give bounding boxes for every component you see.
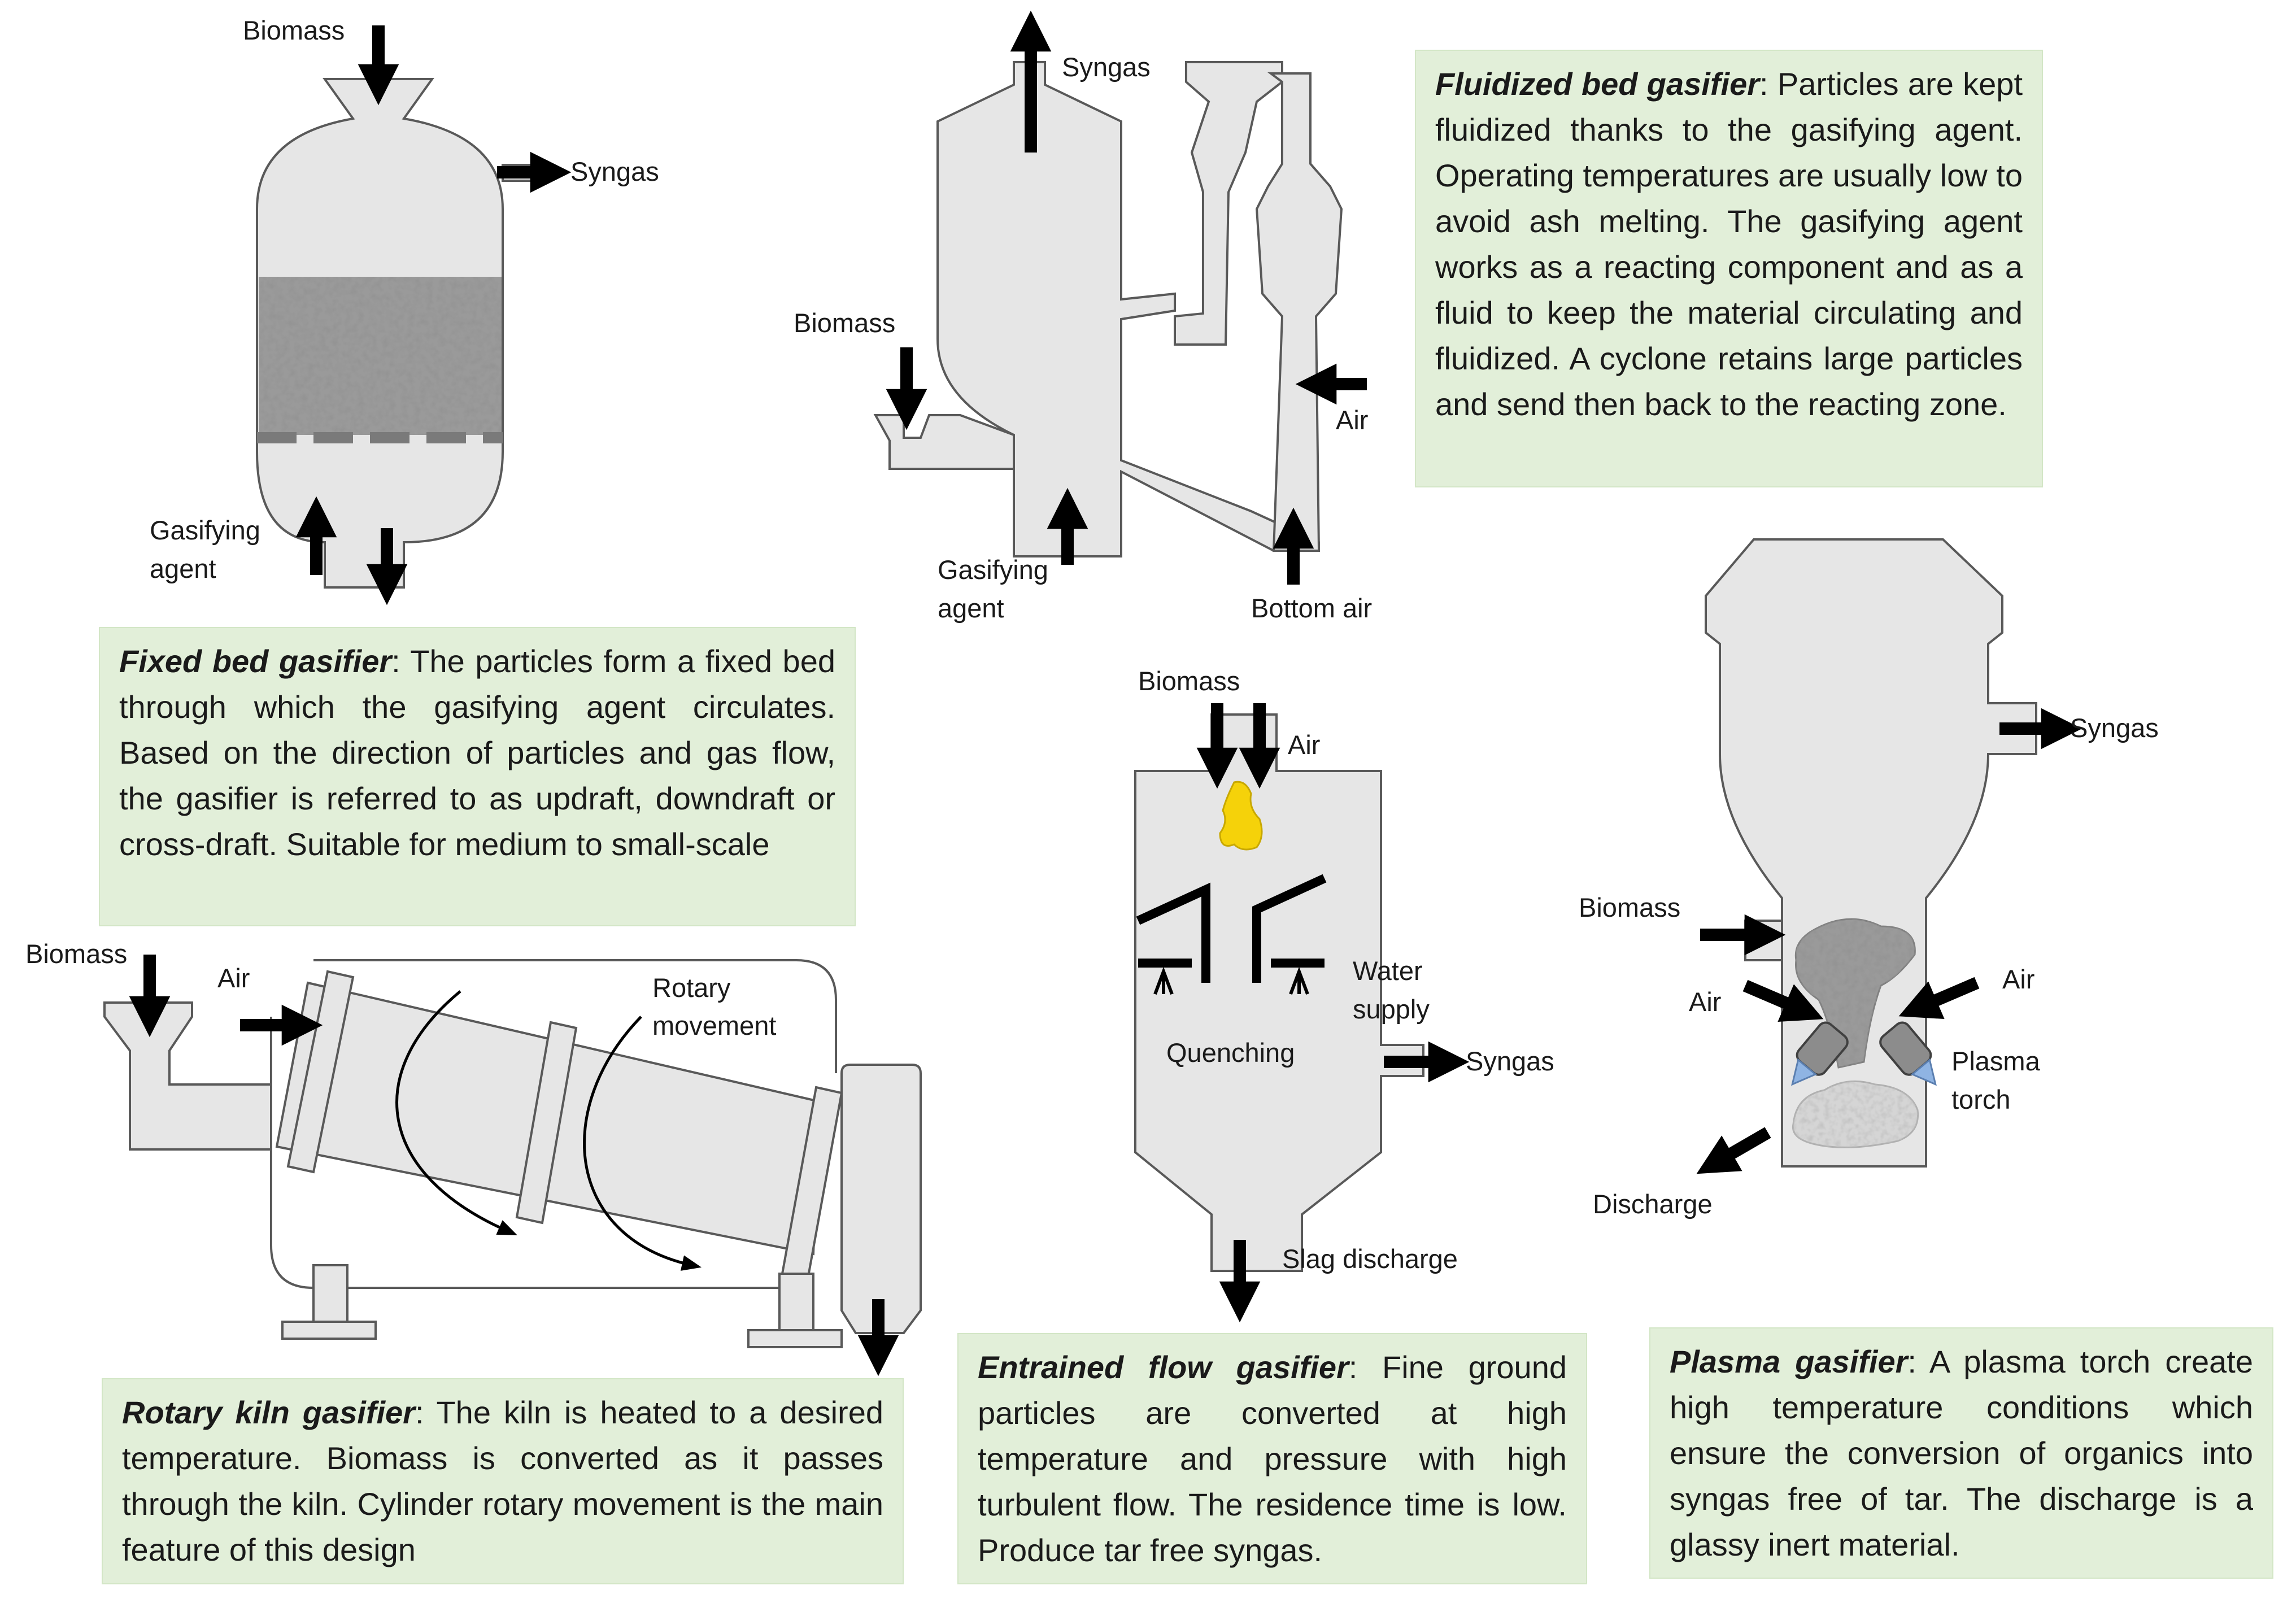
kiln-rotary-label-1: Rotary [652,973,731,1003]
fixed-bed-description: Fixed bed gasifier: The particles form a… [99,627,856,926]
kiln-biomass-label: Biomass [25,939,127,969]
fluidized-bed-title: Fluidized bed gasifier [1435,66,1760,102]
fixed-bed-gasifier: Biomass Syngas Gasifying agent [150,15,659,606]
entrained-biomass-label: Biomass [1138,666,1240,696]
flame [1219,781,1263,851]
kiln-rotary-label-2: movement [652,1010,776,1040]
fluidized-bed-body: : Particles are kept fluidized thanks to… [1435,66,2023,422]
fixed-bed-agent-label-2: agent [150,554,216,583]
entrained-air-label: Air [1288,730,1320,760]
rotary-kiln-title: Rotary kiln gasifier [122,1395,415,1430]
plasma-air-left-arrow [1742,979,1824,1022]
plasma-discharge-label: Discharge [1593,1189,1713,1219]
plasma-torch-label-1: Plasma [1951,1046,2041,1076]
entrained-flow-vessel [1134,713,1424,1272]
plasma-air-left-label: Air [1689,987,1721,1017]
plasma-body: : A plasma torch create high temperature… [1670,1344,2253,1562]
entrained-water-label-1: Water [1353,956,1423,986]
fluidized-bed-riser [936,61,1320,557]
entrained-water-label-2: supply [1353,994,1430,1024]
plasma-air-right-arrow [1898,977,1980,1020]
fluid-biomass-label: Biomass [794,308,895,338]
entrained-flow-description: Entrained flow gasifier: Fine ground par… [957,1333,1587,1584]
entrained-syngas-label: Syngas [1466,1046,1554,1076]
rotary-kiln-gasifier: Biomass Air Rotary movement [25,939,922,1377]
quench-baffles [1136,874,1327,983]
plasma-description: Plasma gasifier: A plasma torch create h… [1649,1327,2273,1579]
fluid-agent-label-1: Gasifying [938,555,1048,585]
fluid-agent-label-2: agent [938,593,1004,623]
kiln-ring-2 [515,1021,578,1225]
fixed-bed-agent-label-1: Gasifying [150,515,260,545]
fluidized-bed-gasifier: Syngas Biomass Air Gasifying agent Botto… [794,10,1372,623]
entrained-flow-title: Entrained flow gasifier [978,1349,1349,1385]
kiln-discharge-housing [840,1064,922,1334]
kiln-ring-1 [286,970,355,1174]
fixed-bed-syngas-label: Syngas [570,156,659,186]
plasma-torch-right [1879,1021,1937,1086]
plasma-discharge-arrow [1696,1127,1771,1174]
fixed-bed-biomass-label: Biomass [243,15,345,45]
plasma-title: Plasma gasifier [1670,1344,1908,1379]
biomass-feed-pipe [873,414,1015,470]
water-spray-nozzles [1153,966,1309,995]
rotation-arrow-2 [583,1016,702,1271]
fixed-bed-title: Fixed bed gasifier [119,643,392,679]
fixed-bed-particles [259,277,502,435]
fixed-bed-body: : The particles form a fixed bed through… [119,643,835,862]
kiln-feed-hopper [103,1001,272,1151]
plasma-syngas-label: Syngas [2070,713,2159,743]
fluid-bottom-air-label: Bottom air [1251,593,1372,623]
kiln-support-left [281,1264,377,1340]
entrained-quenching-label: Quenching [1166,1038,1295,1068]
plasma-torch-left [1791,1021,1849,1086]
fluid-air-label: Air [1336,405,1368,435]
entrained-flow-body: : Fine ground particles are converted at… [978,1349,1567,1568]
return-loop [1255,72,1343,552]
kiln-support-right [747,1273,843,1348]
rotation-arrow-1 [395,990,518,1235]
cyclone [1174,61,1283,346]
kiln-frame [270,959,837,1289]
rotary-kiln-description: Rotary kiln gasifier: The kiln is heated… [102,1378,904,1584]
entrained-slag-label: Slag discharge [1282,1244,1458,1274]
plasma-torch-label-2: torch [1951,1084,2011,1114]
entrained-flow-gasifier: Biomass Air Water supply Quenching Synga… [1134,666,1554,1323]
fluid-syngas-label: Syngas [1062,52,1151,82]
fluidized-bed-description: Fluidized bed gasifier: Particles are ke… [1415,50,2043,487]
plasma-gasifier: Syngas Biomass Air Air Plasma torch Disc… [1579,538,2159,1219]
plasma-biomass-label: Biomass [1579,892,1680,922]
kiln-air-label: Air [217,963,250,993]
rotary-kiln-body: : The kiln is heated to a desired temper… [122,1395,883,1567]
plasma-air-right-label: Air [2002,964,2034,994]
